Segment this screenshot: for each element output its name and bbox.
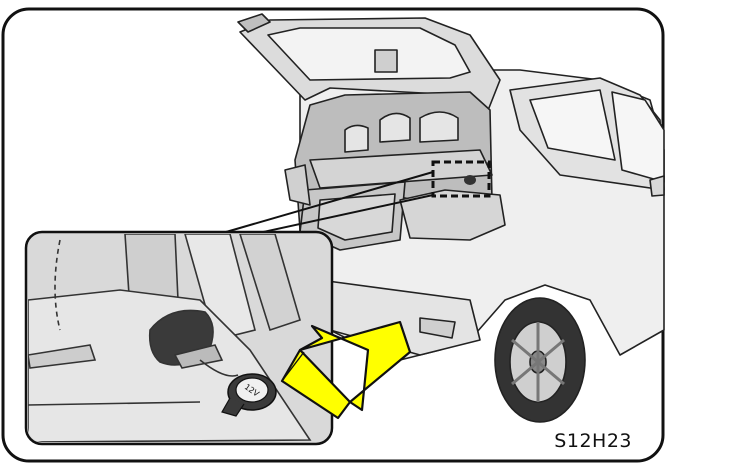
highlight-box	[431, 160, 491, 198]
figure-code: S12H23	[554, 430, 632, 452]
callout-line-bottom	[244, 194, 434, 237]
detail-inset: 12V	[24, 230, 334, 446]
car-rear-illustration	[237, 13, 665, 423]
callout-line-top	[225, 171, 434, 233]
socket-location-marker	[464, 175, 476, 185]
power-socket-icon: 12V	[221, 373, 277, 417]
callout-arrow-icon	[280, 320, 412, 420]
